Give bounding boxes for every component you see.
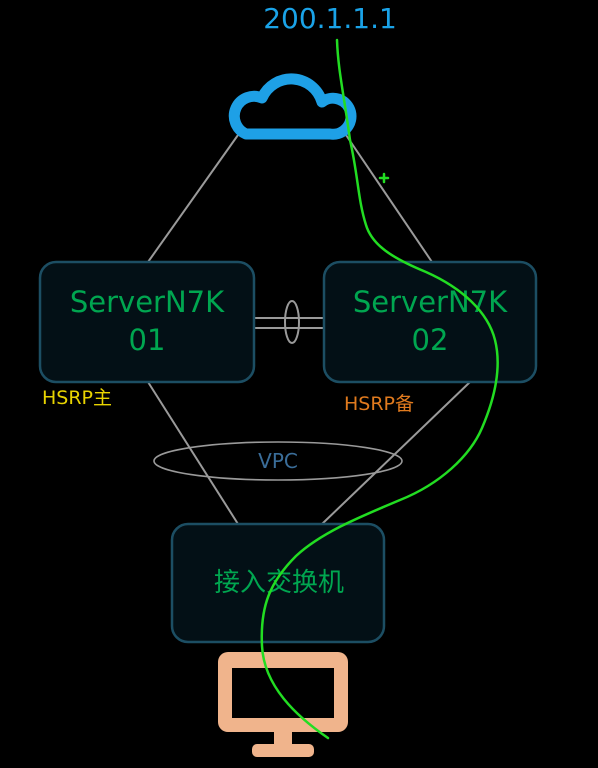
link-router1-switch [147,381,239,525]
link-cloud-router1 [147,134,239,263]
hsrp-standby-label: HSRP备 [344,393,414,415]
vpc-bundle [153,441,403,481]
router-node-02-box [322,260,538,384]
monitor-stand-neck [274,732,292,746]
router-node-02-number: 02 [412,323,449,357]
monitor-frame [218,652,348,732]
hsrp-primary-label: HSRP主 [42,387,112,409]
router-node-02-name: ServerN7K [353,285,508,319]
hand-drawn-path-annotation [260,38,499,740]
router-node-01-number: 01 [129,323,166,357]
vpc-label: VPC [258,449,298,473]
link-router2-switch [321,381,471,525]
monitor-stand-base [252,744,314,757]
router-node-01-box [38,260,256,384]
access-switch-label: 接入交换机 [214,568,344,598]
ip-address-label: 200.1.1.1 [263,2,397,35]
access-switch-box [170,522,386,644]
peer-link-bundle [284,300,300,344]
computer-monitor-icon [218,652,348,757]
access-switch-node[interactable]: 接入交换机 [170,522,386,644]
router-node-02[interactable]: ServerN7K 02 [322,260,538,384]
router-node-01-name: ServerN7K [70,285,225,319]
link-cloud-router2 [345,134,433,263]
router-node-01[interactable]: ServerN7K 01 [38,260,256,384]
links [147,134,471,525]
cloud-icon [228,73,357,140]
